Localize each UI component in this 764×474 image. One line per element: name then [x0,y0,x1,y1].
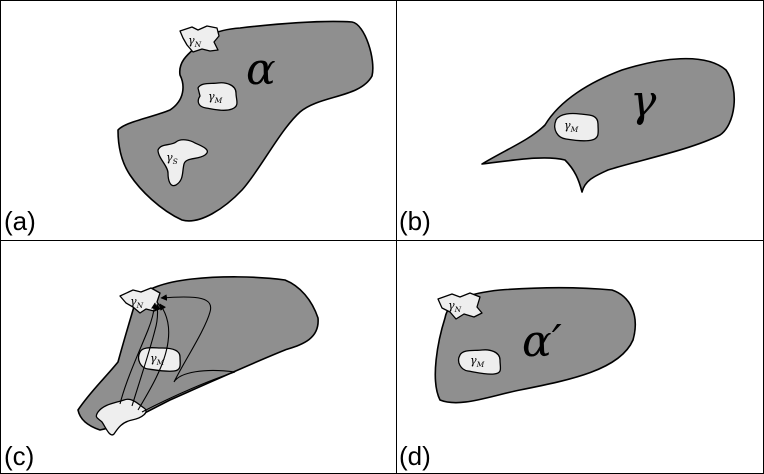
region-gamma [482,59,734,192]
region-label-gamma: γ [630,76,657,127]
panel-label-d: (d) [399,441,431,471]
panel-c: γN γM (c) [4,277,318,471]
panel-b: γM γ (b) [399,59,734,236]
panel-d: γN γM α′ (d) [399,288,635,471]
region-label-alpha-prime: α′ [522,316,562,367]
panel-label-b: (b) [399,206,431,236]
panel-label-c: (c) [4,441,34,471]
region-label-alpha: α [246,44,276,95]
panel-label-a: (a) [4,206,36,236]
panel-a: γN γM γS α (a) [4,21,373,236]
